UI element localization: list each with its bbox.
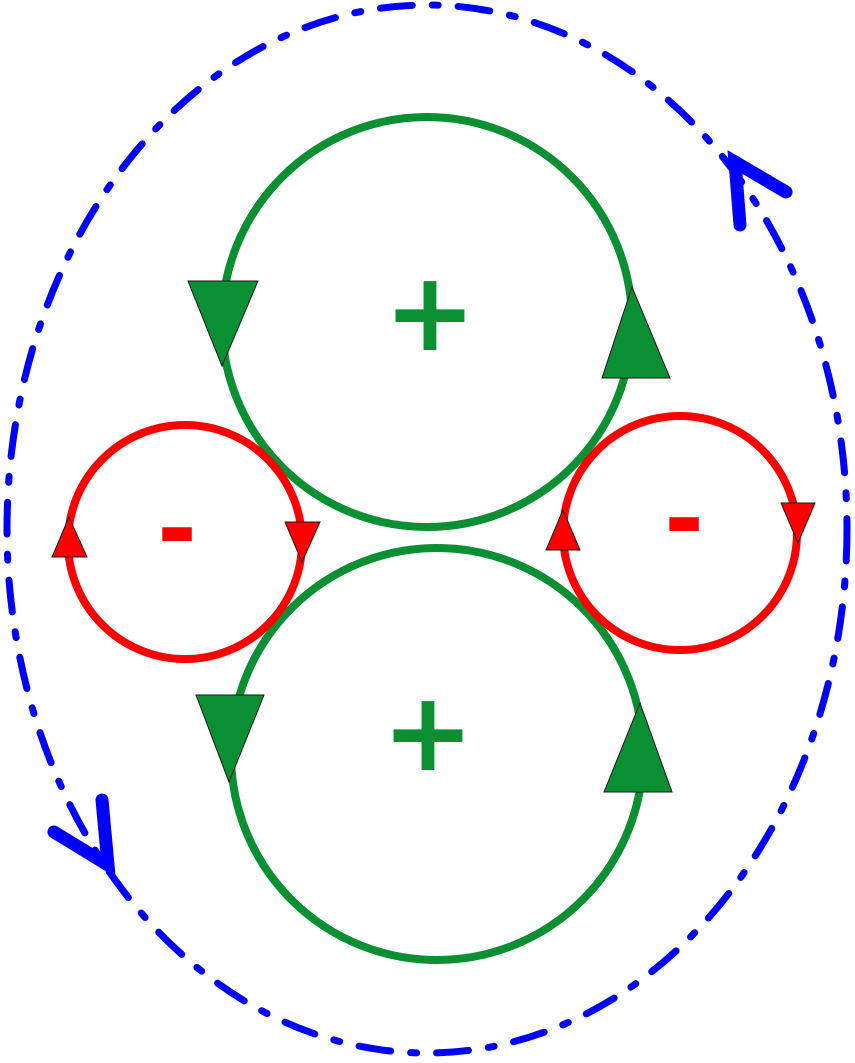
bottom-loop-sign: + (382, 668, 474, 796)
bottom-loop-arrow-up-icon (603, 701, 673, 793)
left-loop-arrow-up-icon (51, 515, 88, 558)
outer-loop-arrow-lower-left-icon (47, 793, 116, 878)
left-loop-arrow-down-icon (284, 521, 321, 564)
right-loop-arrow-up-icon (545, 508, 581, 551)
bottom-loop-arrow-down-icon (195, 694, 265, 784)
outer-loop-arrow-upper-right-icon (727, 150, 793, 232)
top-loop-arrow-up-icon (601, 285, 671, 379)
top-loop-sign: + (384, 248, 476, 376)
right-loop-sign: - (664, 463, 704, 575)
top-loop-arrow-down-icon (187, 280, 259, 368)
left-loop-sign: - (157, 473, 197, 585)
outer-loop (3, 1, 851, 1057)
right-loop-arrow-down-icon (780, 502, 816, 545)
